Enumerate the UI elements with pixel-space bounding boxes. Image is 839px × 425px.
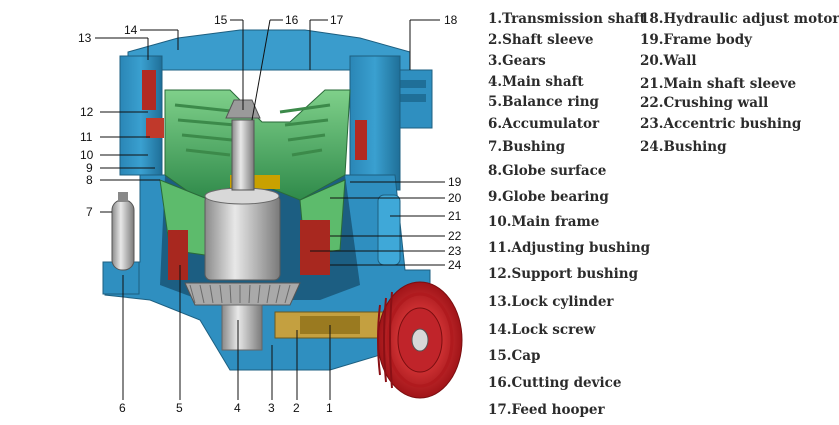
- callout-12: 12: [80, 105, 94, 119]
- legend-item: 13.Lock cylinder: [488, 294, 614, 310]
- legend-item: 15.Cap: [488, 348, 541, 364]
- legend-item: 16.Cutting device: [488, 375, 622, 391]
- callout-20: 20: [448, 191, 462, 205]
- lock-cylinder: [377, 194, 401, 266]
- callout-18: 18: [444, 13, 458, 27]
- legend-item: 5.Balance ring: [488, 94, 599, 110]
- legend-item: 9.Globe bearing: [488, 189, 609, 205]
- legend-item: 18.Hydraulic adjust motor: [640, 11, 839, 27]
- callout-10: 10: [80, 148, 94, 162]
- legend-item: 21.Main shaft sleeve: [640, 76, 797, 92]
- legend-item: 10.Main frame: [488, 214, 600, 230]
- callout-2: 2: [293, 401, 300, 415]
- pulley: [377, 281, 463, 399]
- callout-9: 9: [86, 161, 93, 175]
- legend-item: 7.Bushing: [488, 139, 566, 155]
- legend-item: 23.Accentric bushing: [640, 116, 802, 132]
- callout-1: 1: [326, 401, 333, 415]
- accumulator: [111, 192, 135, 271]
- callout-3: 3: [268, 401, 275, 415]
- callout-17: 17: [330, 13, 344, 27]
- callout-21: 21: [448, 209, 462, 223]
- callout-4: 4: [234, 401, 241, 415]
- callout-8: 8: [86, 173, 93, 187]
- legend-item: 14.Lock screw: [488, 322, 596, 338]
- main-shaft-assembly: [184, 99, 386, 351]
- callout-22: 22: [448, 229, 462, 243]
- legend-item: 8.Globe surface: [488, 163, 607, 179]
- callout-24: 24: [448, 258, 462, 272]
- callout-15: 15: [214, 13, 228, 27]
- callout-14: 14: [124, 23, 138, 37]
- legend-item: 6.Accumulator: [488, 116, 600, 132]
- legend-item: 24.Bushing: [640, 139, 727, 155]
- callout-7: 7: [86, 205, 93, 219]
- legend-item: 4.Main shaft: [488, 74, 584, 90]
- callout-19: 19: [448, 175, 462, 189]
- legend-item: 11.Adjusting bushing: [488, 240, 651, 256]
- legend-item: 19.Frame body: [640, 32, 752, 48]
- callout-11: 11: [80, 130, 93, 144]
- legend-item: 20.Wall: [640, 53, 697, 69]
- callout-6: 6: [119, 401, 126, 415]
- bushings: [142, 70, 367, 280]
- callout-labels: 1 2 3 4 5 6 7 8 9 10 11 12 13 14 15 16 1…: [78, 13, 462, 415]
- callout-13: 13: [78, 31, 92, 45]
- callout-16: 16: [285, 13, 299, 27]
- legend-item: 17.Feed hooper: [488, 402, 605, 418]
- callout-lines: [95, 19, 445, 400]
- cone-crusher-diagram: 1 2 3 4 5 6 7 8 9 10 11 12 13 14 15 16 1…: [78, 13, 463, 415]
- legend-item: 2.Shaft sleeve: [488, 32, 594, 48]
- legend-item: 3.Gears: [488, 53, 546, 69]
- legend-item: 1.Transmission shaft: [488, 11, 646, 27]
- legend-item: 12.Support bushing: [488, 266, 639, 282]
- callout-5: 5: [176, 401, 183, 415]
- legend-item: 22.Crushing wall: [640, 95, 769, 111]
- callout-23: 23: [448, 244, 462, 258]
